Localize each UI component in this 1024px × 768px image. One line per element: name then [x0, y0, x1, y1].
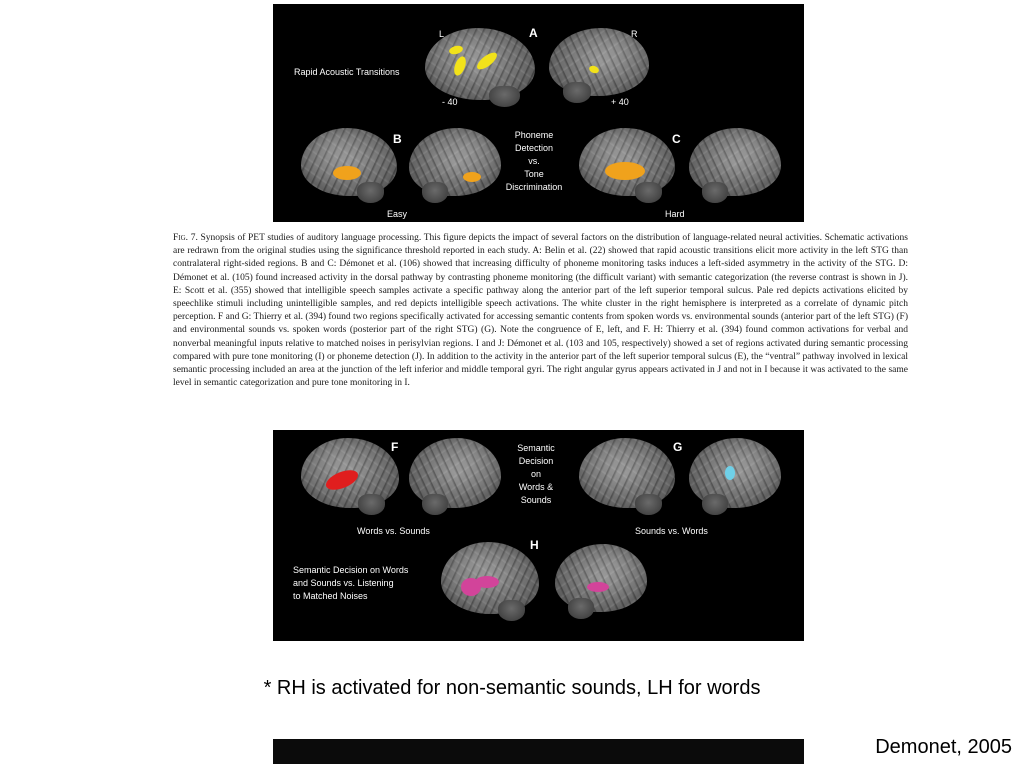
brain-f-right — [409, 438, 501, 508]
slide-citation: Demonet, 2005 — [875, 736, 1012, 758]
activation-a-left-2 — [448, 44, 464, 56]
figure-panel-strip — [273, 739, 804, 764]
brain-c-right — [689, 128, 781, 196]
words-vs-sounds-label: Words vs. Sounds — [357, 526, 430, 536]
brain-g-right — [689, 438, 781, 508]
right-hemisphere-marker: R — [631, 29, 638, 39]
plus-40-label: + 40 — [611, 97, 629, 107]
rapid-acoustic-label: Rapid Acoustic Transitions — [294, 67, 400, 77]
semantic-h-line-2: and Sounds vs. Listening — [293, 578, 394, 588]
brain-g-left — [579, 438, 675, 515]
brain-a-left — [425, 28, 535, 108]
phoneme-line-1: Phoneme — [514, 130, 554, 140]
brain-h-right — [555, 544, 647, 612]
slide-note: * RH is activated for non-semantic sound… — [263, 677, 761, 699]
brain-c-left — [579, 128, 675, 203]
panel-label-g: G — [673, 440, 683, 454]
activation-c-left — [605, 162, 645, 180]
activation-h-left-2 — [475, 576, 499, 588]
semantic-line-4: Words & — [518, 482, 554, 492]
panel-label-b: B — [393, 132, 402, 146]
activation-f-left — [323, 466, 361, 494]
panel-label-c: C — [672, 132, 681, 146]
phoneme-line-3: vs. — [528, 156, 540, 166]
caption-lead: Fig. 7. — [173, 233, 198, 243]
brain-h-left — [441, 542, 539, 622]
figure-panel-top: A L R Rapid Acoustic Transitions - 40 + … — [273, 4, 804, 222]
semantic-decision-label: Semantic Decision on Words & Sounds — [499, 442, 573, 507]
semantic-line-5: Sounds — [520, 495, 552, 505]
phoneme-line-2: Detection — [514, 143, 554, 153]
panel-label-a: A — [529, 26, 538, 40]
phoneme-line-4: Tone — [524, 169, 544, 179]
activation-a-right — [588, 64, 600, 75]
figure-caption: Fig. 7. Synopsis of PET studies of audit… — [173, 232, 908, 390]
left-hemisphere-marker: L — [439, 29, 445, 39]
sounds-vs-words-label: Sounds vs. Words — [635, 526, 708, 536]
brain-b-left — [301, 128, 397, 203]
easy-label: Easy — [387, 209, 408, 219]
semantic-h-line-3: to Matched Noises — [293, 591, 368, 601]
activation-a-left-1 — [451, 54, 469, 78]
activation-b-left — [333, 166, 361, 180]
minus-40-label: - 40 — [442, 97, 458, 107]
panel-label-h: H — [530, 538, 539, 552]
activation-g-right — [725, 466, 735, 480]
phoneme-line-5: Discrimination — [505, 182, 563, 192]
semantic-decision-h-label: Semantic Decision on Words and Sounds vs… — [293, 564, 408, 603]
figure-panel-bottom: F G H Semantic Decision on Words & Sound… — [273, 430, 804, 641]
activation-h-right — [587, 582, 609, 592]
brain-a-right — [549, 28, 649, 96]
brain-f-left — [301, 438, 399, 515]
semantic-line-2: Decision — [518, 456, 554, 466]
semantic-line-1: Semantic — [517, 443, 555, 453]
brain-b-right — [409, 128, 501, 196]
caption-text: Synopsis of PET studies of auditory lang… — [173, 233, 908, 389]
panel-label-f: F — [391, 440, 399, 454]
semantic-line-3: on — [530, 469, 541, 479]
activation-a-left-3 — [474, 49, 500, 73]
semantic-h-line-1: Semantic Decision on Words — [293, 565, 409, 575]
hard-label: Hard — [665, 209, 685, 219]
activation-b-right — [463, 172, 481, 182]
phoneme-detection-label: Phoneme Detection vs. Tone Discriminatio… — [499, 129, 569, 194]
